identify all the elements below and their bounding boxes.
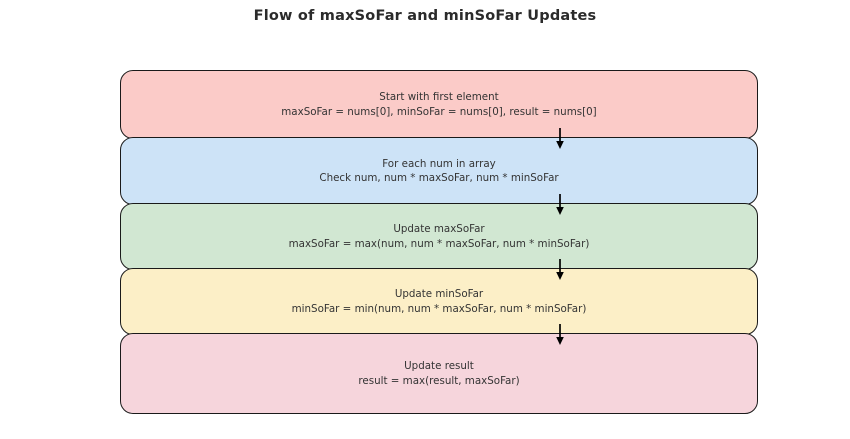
flow-node-update-result-detail: result = max(result, maxSoFar) (358, 374, 520, 387)
flow-node-loop-title: For each num in array (382, 157, 496, 170)
flow-arrow-update-max-to-update-min (554, 259, 566, 281)
flow-node-update-max[interactable]: Update maxSoFar maxSoFar = max(num, num … (120, 203, 758, 270)
flow-node-update-min-detail: minSoFar = min(num, num * maxSoFar, num … (291, 302, 587, 315)
flow-node-update-result-title: Update result (404, 360, 474, 373)
flow-node-update-min-title: Update minSoFar (394, 288, 484, 301)
flow-arrow-loop-to-update-max (554, 194, 566, 216)
flow-node-loop[interactable]: For each num in array Check num, num * m… (120, 137, 758, 205)
flow-node-start-detail: maxSoFar = nums[0], minSoFar = nums[0], … (281, 105, 597, 118)
flow-node-update-min[interactable]: Update minSoFar minSoFar = min(num, num … (120, 268, 758, 335)
flow-node-start-title: Start with first element (379, 91, 499, 104)
flow-arrow-start-to-loop (554, 128, 566, 150)
flow-arrow-update-min-to-update-result (554, 324, 566, 346)
flow-node-update-max-title: Update maxSoFar (393, 223, 485, 236)
flow-node-loop-detail: Check num, num * maxSoFar, num * minSoFa… (319, 172, 559, 184)
flow-node-start[interactable]: Start with first element maxSoFar = nums… (120, 70, 758, 139)
flow-node-update-result[interactable]: Update result result = max(result, maxSo… (120, 333, 758, 414)
page-title: Flow of maxSoFar and minSoFar Updates (253, 8, 597, 24)
flow-node-update-max-detail: maxSoFar = max(num, num * maxSoFar, num … (288, 237, 590, 250)
